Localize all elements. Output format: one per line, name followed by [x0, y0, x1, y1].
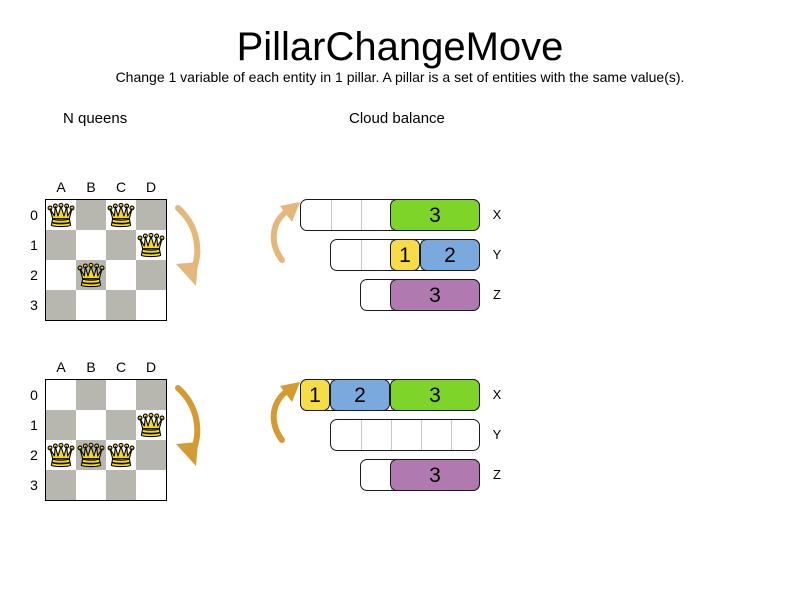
board-square-B3[interactable]	[76, 470, 106, 500]
capacity-tick	[361, 420, 362, 450]
board-square-D3[interactable]	[136, 290, 166, 320]
board-column-label: C	[115, 179, 127, 195]
process-segment-3[interactable]: 3	[390, 379, 480, 411]
computer-label-X: X	[492, 387, 502, 402]
capacity-tick	[421, 420, 422, 450]
board-column-label: B	[86, 179, 96, 195]
board-square-A1[interactable]	[46, 410, 76, 440]
queen-icon-B2	[77, 442, 105, 468]
board-square-C0[interactable]	[106, 380, 136, 410]
process-segment-2[interactable]: 2	[420, 239, 480, 271]
board-square-B0[interactable]	[76, 200, 106, 230]
capacity-tick	[451, 420, 452, 450]
computer-label-Z: Z	[493, 467, 501, 482]
board-row-label: 3	[30, 297, 38, 313]
computer-label-Y: Y	[492, 427, 502, 442]
board-square-A1[interactable]	[46, 230, 76, 260]
board-row-label: 3	[30, 477, 38, 493]
section-heading-cloud: Cloud balance	[349, 110, 445, 127]
board-square-C3[interactable]	[106, 470, 136, 500]
board-transition-arrow-icon	[175, 385, 201, 466]
computer-label-Z: Z	[493, 287, 501, 302]
board-square-D2[interactable]	[136, 440, 166, 470]
board-square-D2[interactable]	[136, 260, 166, 290]
queen-icon-C0	[107, 202, 135, 228]
queen-icon-D1	[137, 232, 165, 258]
process-segment-3[interactable]: 3	[390, 279, 480, 311]
process-segment-1[interactable]: 1	[390, 239, 420, 271]
board-column-label: D	[145, 359, 157, 375]
board-square-B1[interactable]	[76, 230, 106, 260]
board-row-label: 1	[30, 417, 38, 433]
computer-label-Y: Y	[492, 247, 502, 262]
section-heading-nqueens: N queens	[63, 110, 128, 127]
board-square-D0[interactable]	[136, 380, 166, 410]
queen-icon-A0	[47, 202, 75, 228]
capacity-tick	[331, 200, 332, 230]
process-segment-3[interactable]: 3	[390, 199, 480, 231]
board-row-label: 0	[30, 207, 38, 223]
board-square-C2[interactable]	[106, 260, 136, 290]
queen-icon-B2	[77, 262, 105, 288]
board-square-B3[interactable]	[76, 290, 106, 320]
board-column-label: C	[115, 359, 127, 375]
board-row-label: 1	[30, 237, 38, 253]
board-square-C1[interactable]	[106, 230, 136, 260]
page-title: PillarChangeMove	[236, 25, 564, 69]
board-row-label: 2	[30, 267, 38, 283]
board-column-label: B	[86, 359, 96, 375]
process-segment-3[interactable]: 3	[390, 459, 480, 491]
nqueens-board-after: A B C D 0 1 2 3	[30, 359, 167, 501]
board-square-A3[interactable]	[46, 290, 76, 320]
capacity-tick	[391, 420, 392, 450]
board-column-label: A	[56, 359, 66, 375]
process-segment-2[interactable]: 2	[330, 379, 390, 411]
board-square-A3[interactable]	[46, 470, 76, 500]
queen-icon-C2	[107, 442, 135, 468]
board-square-D0[interactable]	[136, 200, 166, 230]
board-column-label: D	[145, 179, 157, 195]
board-square-A2[interactable]	[46, 260, 76, 290]
nqueens-board-before: A B C D 0 1 2 3	[30, 179, 167, 321]
board-row-label: 2	[30, 447, 38, 463]
board-square-C1[interactable]	[106, 410, 136, 440]
capacity-bar-Y[interactable]	[330, 419, 480, 451]
chess-board: A B C D 0 1 2 3	[30, 179, 167, 321]
capacity-tick	[361, 240, 362, 270]
queen-icon-A2	[47, 442, 75, 468]
chess-board: A B C D 0 1 2 3	[30, 359, 167, 501]
board-column-label: A	[56, 179, 66, 195]
board-transition-arrow-icon	[175, 205, 201, 286]
page-subtitle: Change 1 variable of each entity in 1 pi…	[115, 69, 685, 85]
board-square-A0[interactable]	[46, 380, 76, 410]
capacity-tick	[361, 200, 362, 230]
board-square-B1[interactable]	[76, 410, 106, 440]
board-row-label: 0	[30, 387, 38, 403]
board-square-C3[interactable]	[106, 290, 136, 320]
process-segment-1[interactable]: 1	[300, 379, 330, 411]
board-square-D3[interactable]	[136, 470, 166, 500]
computer-label-X: X	[492, 207, 502, 222]
queen-icon-D1	[137, 412, 165, 438]
board-square-B0[interactable]	[76, 380, 106, 410]
